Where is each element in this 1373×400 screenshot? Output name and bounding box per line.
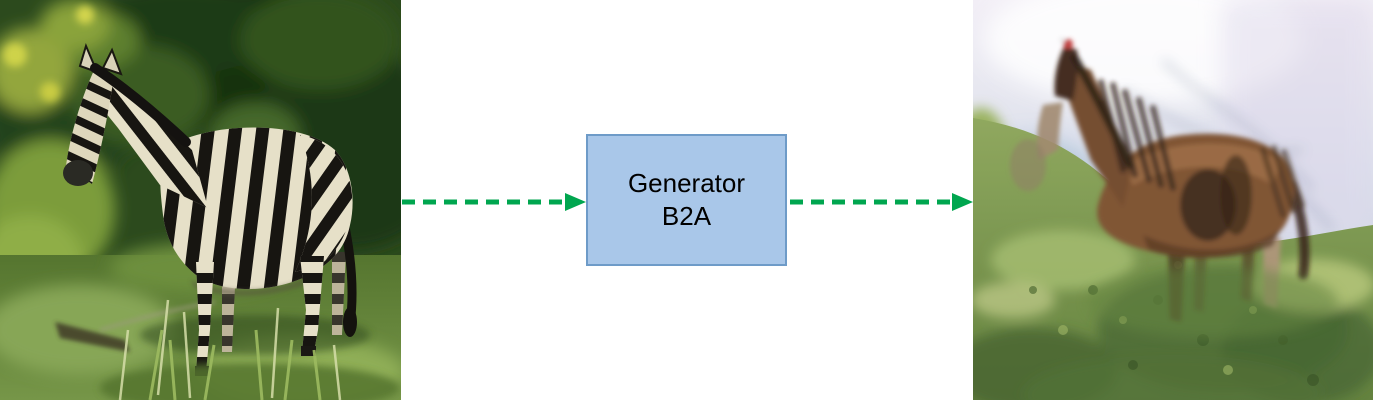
input-dashed-arrow-icon: [402, 193, 586, 211]
generated-horse-image: [973, 0, 1373, 400]
zebra: [63, 43, 357, 376]
input-zebra-photo: [0, 0, 401, 400]
generated-grass-over-legs: [1088, 266, 1338, 338]
output-dashed-arrow-icon: [790, 193, 973, 211]
zebra-foreground-grass: [100, 299, 400, 400]
generator-box-label-line1: Generator: [627, 168, 746, 198]
generated-haze-overlay: [973, 0, 1373, 400]
generator-box-label-line2: B2A: [661, 201, 712, 231]
generator-b2a-box: Generator B2A: [586, 134, 787, 266]
